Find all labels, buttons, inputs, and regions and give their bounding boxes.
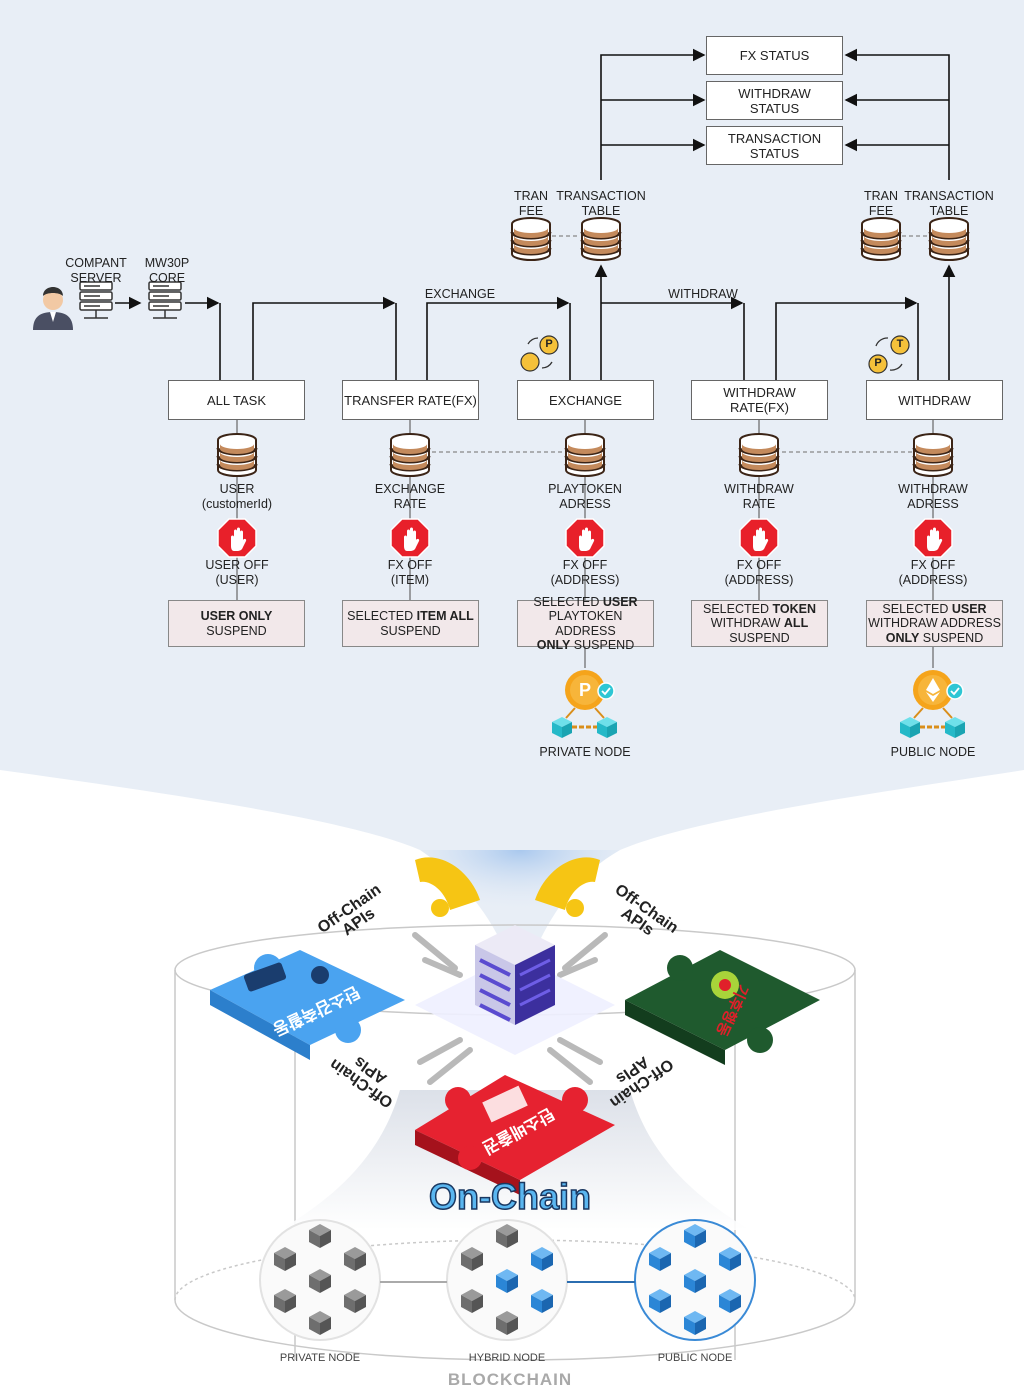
- playtoken-address-db-label: PLAYTOKEN ADRESS: [548, 482, 622, 511]
- public-node-bottom-label: PUBLIC NODE: [657, 1352, 733, 1364]
- public-node-coin-icon: [900, 670, 965, 738]
- transfer-swap-icon: [868, 335, 910, 374]
- transfer-rate-box: TRANSFER RATE(FX): [342, 380, 479, 420]
- tran-fee-left-label: TRAN FEE: [513, 189, 549, 218]
- suspend-box-item: SELECTED ITEM ALL SUSPEND: [342, 600, 479, 647]
- exchange-flow-label: EXCHANGE: [424, 287, 496, 301]
- suspend-box-playtoken: SELECTED USER PLAYTOKEN ADDRESS ONLY SUS…: [517, 595, 654, 652]
- private-coin-glyph: P: [578, 680, 591, 700]
- all-task-box: ALL TASK: [168, 380, 305, 420]
- user-db-label: USER (customerId): [201, 482, 273, 511]
- mw30p-core-label: MW30P CORE: [144, 256, 190, 285]
- user-avatar-icon: [33, 287, 73, 330]
- withdraw-box: WITHDRAW: [866, 380, 1003, 420]
- red-puzzle-icon: [415, 1075, 615, 1195]
- fx-status-box: FX STATUS: [706, 36, 843, 75]
- hybrid-node-label: HYBRID NODE: [468, 1352, 546, 1364]
- yellow-puzzle-icon: [415, 857, 600, 917]
- blue-puzzle-icon: [210, 950, 405, 1060]
- transfer-p-glyph: P: [874, 357, 882, 369]
- withdraw-flow-label: WITHDRAW: [668, 287, 738, 301]
- transaction-table-right-label: TRANSACTION TABLE: [904, 189, 994, 218]
- fx-off-address-label-1: FX OFF (ADDRESS): [550, 558, 620, 587]
- tran-fee-right-label: TRAN FEE: [863, 189, 899, 218]
- company-server-label: COMPANT SERVER: [65, 256, 127, 285]
- private-node-bottom-label: PRIVATE NODE: [279, 1352, 361, 1364]
- private-node-cluster: [259, 1219, 381, 1341]
- fx-off-address-label-2: FX OFF (ADDRESS): [724, 558, 794, 587]
- withdraw-address-db-label: WITHDRAW ADRESS: [898, 482, 968, 511]
- exchange-rate-db-label: EXCHANGE RATE: [374, 482, 446, 511]
- blockchain-label: BLOCKCHAIN: [447, 1370, 573, 1389]
- fx-off-address-label-3: FX OFF (ADDRESS): [898, 558, 968, 587]
- withdraw-rate-db-label: WITHDRAW RATE: [724, 482, 794, 511]
- transfer-glyph: T: [896, 338, 904, 350]
- playtoken-swap-icon: [520, 335, 559, 372]
- suspend-box-token: SELECTED TOKEN WITHDRAW ALL SUSPEND: [691, 600, 828, 647]
- private-node-coin-icon: [552, 670, 617, 738]
- suspend-box-withdraw: SELECTED USER WITHDRAW ADDRESS ONLY SUSP…: [866, 600, 1003, 647]
- fx-off-item-label: FX OFF (ITEM): [387, 558, 433, 587]
- suspend-box-user: USER ONLY SUSPEND: [168, 600, 305, 647]
- central-server-icon: [475, 925, 555, 1025]
- public-node-label: PUBLIC NODE: [890, 745, 976, 759]
- user-off-label: USER OFF (USER): [205, 558, 269, 587]
- exchange-box: EXCHANGE: [517, 380, 654, 420]
- playtoken-glyph: P: [545, 338, 553, 350]
- withdraw-status-box: WITHDRAW STATUS: [706, 81, 843, 120]
- on-chain-label: On-Chain: [428, 1175, 591, 1218]
- green-puzzle-icon: [625, 950, 820, 1065]
- private-node-label: PRIVATE NODE: [539, 745, 631, 759]
- withdraw-rate-box: WITHDRAW RATE(FX): [691, 380, 828, 420]
- transaction-status-box: TRANSACTION STATUS: [706, 126, 843, 165]
- hybrid-node-cluster: [446, 1219, 568, 1341]
- public-node-cluster: [634, 1219, 756, 1341]
- transaction-table-left-label: TRANSACTION TABLE: [556, 189, 646, 218]
